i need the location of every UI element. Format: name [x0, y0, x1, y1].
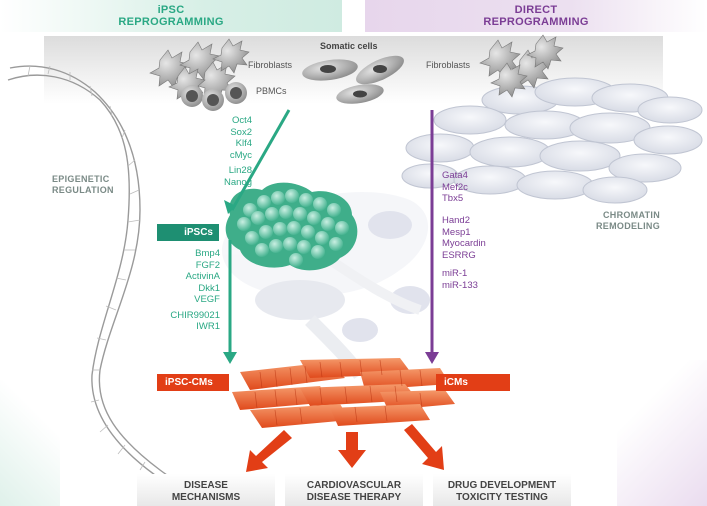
factor-mir-133: miR-133: [442, 279, 478, 291]
outcome-drug-line2: TOXICITY TESTING: [456, 492, 548, 503]
corner-shade-green: [0, 380, 60, 506]
factor-activina: ActivinA: [185, 271, 220, 282]
outcome-disease-mechanisms: DISEASE MECHANISMS: [137, 474, 275, 506]
ipsc-arrowhead-1: [224, 200, 236, 214]
outcome-cardio-line2: DISEASE THERAPY: [306, 492, 402, 503]
factor-lin28: Lin28: [228, 165, 252, 176]
somatic-cells-label: Somatic cells: [320, 41, 378, 51]
factor-oct4: Oct4: [231, 115, 252, 126]
fibroblasts-right-graphic: [479, 34, 564, 98]
outcome-drug-development: DRUG DEVELOPMENT TOXICITY TESTING: [433, 474, 571, 506]
chromatin-line2: REMODELING: [596, 221, 661, 231]
pbmcs-graphic: [181, 82, 247, 111]
ipscs-tag: iPSCs: [157, 224, 219, 241]
ipsc-reprogramming-factors: Oct4 Sox2 Klf4 cMyc Lin28 Nanog: [196, 115, 252, 188]
direct-header-line2: REPROGRAMMING: [483, 16, 589, 28]
outcome-arrows: [246, 424, 444, 472]
direct-arrowhead: [425, 352, 439, 364]
direct-factors-group-2: Hand2 Mesp1 Myocardin ESRRG: [442, 215, 486, 261]
fibroblasts-left-graphic: [149, 38, 250, 102]
ipsc-arrowhead-2: [223, 352, 237, 364]
chromatin-line1: CHROMATIN: [602, 210, 661, 220]
factor-cmyc: cMyc: [229, 149, 252, 161]
direct-factors-group-1: Gata4 Mef2c Tbx5: [442, 170, 468, 205]
factor-dkk1: Dkk1: [198, 282, 220, 294]
ipsc-header-line2: REPROGRAMMING: [118, 16, 224, 28]
factor-bmp4: Bmp4: [195, 248, 220, 259]
epigenetic-line2: REGULATION: [52, 185, 114, 195]
direct-factors-group-3: miR-1 miR-133: [442, 268, 478, 291]
ipsc-colony-graphic: [225, 182, 358, 271]
outcome-cardiovascular-therapy: CARDIOVASCULAR DISEASE THERAPY: [285, 474, 423, 506]
factor-mesp1: Mesp1: [442, 226, 471, 238]
outcome-cardio-line1: CARDIOVASCULAR: [306, 480, 402, 491]
corner-shade-purple: [617, 360, 707, 506]
chromatin-cluster: [401, 77, 703, 204]
cardiomyocytes-graphic: [232, 358, 455, 428]
outcome-disease-line2: MECHANISMS: [171, 492, 241, 503]
ipsc-arrows: [228, 109, 291, 355]
outcome-drug-line1: DRUG DEVELOPMENT: [447, 480, 557, 491]
factor-tbx5: Tbx5: [442, 193, 464, 204]
factor-chir99021: CHIR99021: [170, 309, 220, 321]
factor-sox2: Sox2: [230, 126, 252, 138]
ipsc-header-line1: iPSC: [157, 4, 185, 16]
factor-fgf2: FGF2: [195, 259, 220, 271]
ipsc-cms-tag: iPSC-CMs: [157, 374, 229, 391]
factor-myocardin: Myocardin: [442, 238, 486, 249]
ipsc-differentiation-factors: Bmp4 FGF2 ActivinA Dkk1 VEGF CHIR99021 I…: [160, 248, 220, 333]
factor-vegf: VEGF: [194, 294, 220, 305]
ipsc-reprogramming-header: iPSC REPROGRAMMING: [0, 0, 342, 32]
epigenetic-line1: EPIGENETIC: [52, 174, 110, 184]
chromatin-remodeling-label: CHROMATIN REMODELING: [596, 210, 660, 232]
fibroblasts-left-label: Fibroblasts: [248, 60, 293, 70]
somatic-cells-graphic: [302, 55, 404, 104]
icms-tag: iCMs: [436, 374, 510, 391]
dna-rungs: [27, 65, 193, 501]
factor-nanog: Nanog: [224, 176, 252, 188]
epigenetic-regulation-label: EPIGENETIC REGULATION: [52, 174, 114, 196]
direct-header-line1: DIRECT: [514, 4, 558, 16]
direct-reprogramming-header: DIRECT REPROGRAMMING: [365, 0, 707, 32]
pbmcs-label: PBMCs: [256, 86, 287, 96]
factor-hand2: Hand2: [442, 215, 470, 226]
factor-gata4: Gata4: [442, 170, 468, 181]
factor-esrrg: ESRRG: [442, 249, 476, 261]
factor-klf4: Klf4: [235, 138, 252, 149]
factor-iwr1: IWR1: [196, 321, 220, 332]
factor-mef2c: Mef2c: [442, 181, 468, 193]
outcome-disease-line1: DISEASE: [184, 480, 228, 491]
factor-mir-1: miR-1: [442, 268, 468, 279]
fibroblasts-right-label: Fibroblasts: [426, 60, 471, 70]
